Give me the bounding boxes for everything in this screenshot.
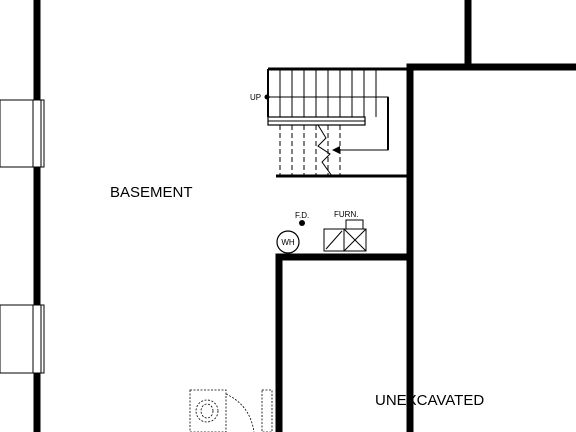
unexcavated-boundary-wall: [275, 63, 576, 432]
stair-treads-lower: [279, 125, 341, 176]
furnace-icon: [323, 219, 367, 252]
water-heater-icon: [276, 230, 300, 254]
room-label-unexcavated: UNEXCAVATED: [375, 392, 484, 409]
door-swing: [225, 389, 273, 432]
stair-handrail: [267, 116, 366, 126]
floor-drain-icon: [299, 220, 305, 226]
stair-treads-upper: [268, 69, 388, 117]
stair-enclosure: [267, 67, 410, 178]
stair-up-label: UP: [250, 93, 261, 102]
room-label-basement: BASEMENT: [110, 184, 193, 201]
toilet-fixture: [189, 389, 227, 432]
window-lower: [0, 304, 45, 374]
floor-drain-label: F.D.: [295, 211, 309, 220]
stair-direction-arrow: [264, 94, 389, 154]
window-upper: [0, 99, 45, 168]
stair-break-line: [317, 124, 333, 177]
furnace-label: FURN.: [334, 210, 358, 219]
water-heater-label: WH: [281, 238, 295, 247]
